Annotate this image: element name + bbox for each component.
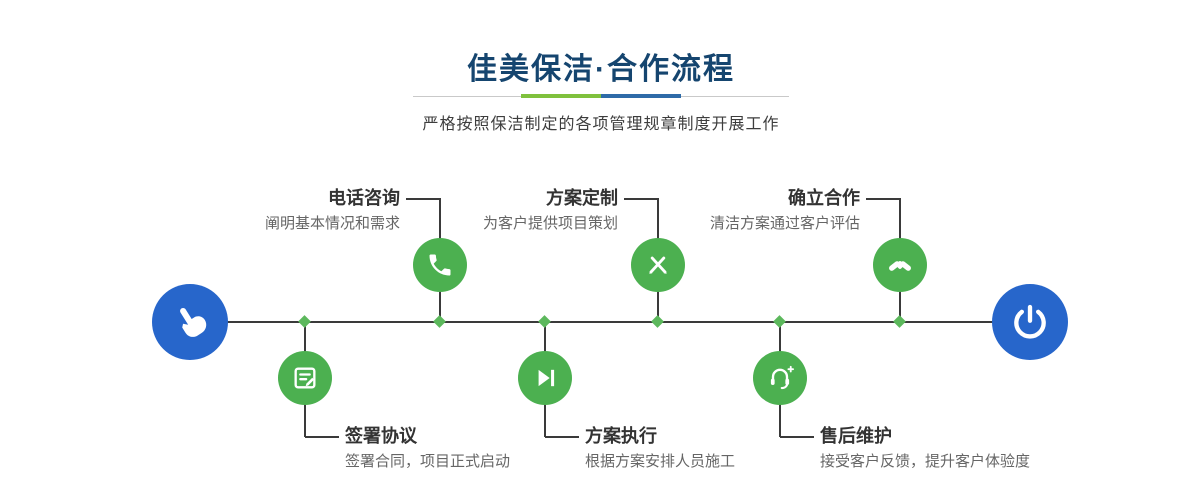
- step-node: [753, 351, 807, 405]
- title-divider-green-accent: [521, 94, 601, 98]
- step-desc: 清洁方案通过客户评估: [709, 215, 860, 232]
- title-divider-blue-accent: [601, 94, 681, 98]
- play-icon: [531, 364, 559, 392]
- design-icon: [644, 251, 672, 279]
- timeline-diamond: [298, 315, 311, 328]
- page-title: 佳美保洁·合作流程: [467, 53, 735, 86]
- step-node: [413, 238, 467, 292]
- step-title: 电话咨询: [328, 188, 400, 208]
- timeline-diamond: [651, 315, 664, 328]
- phone-icon: [426, 251, 454, 279]
- step-label: 售后维护 接受客户反馈，提升客户体验度: [820, 425, 1070, 472]
- step-title: 签署协议: [345, 426, 417, 446]
- step-title: 方案定制: [546, 188, 618, 208]
- step-title: 方案执行: [585, 426, 657, 446]
- step-desc: 接受客户反馈，提升客户体验度: [820, 453, 1031, 470]
- power-icon: [1010, 302, 1050, 342]
- step-node: [631, 238, 685, 292]
- connector-line: [780, 436, 814, 438]
- step-label: 确立合作 清洁方案通过客户评估: [610, 187, 860, 234]
- timeline-diamond: [433, 315, 446, 328]
- step-desc: 为客户提供项目策划: [482, 215, 618, 232]
- step-desc: 根据方案安排人员施工: [585, 453, 736, 470]
- connector-line: [305, 436, 339, 438]
- step-desc: 阐明基本情况和需求: [264, 215, 400, 232]
- connector-line: [624, 198, 658, 200]
- connector-line: [545, 436, 579, 438]
- step-node: [278, 351, 332, 405]
- step-label: 签署协议 签署合同，项目正式启动: [345, 425, 595, 472]
- step-label: 方案定制 为客户提供项目策划: [368, 187, 618, 234]
- contract-icon: [291, 364, 319, 392]
- connector-line: [406, 198, 440, 200]
- timeline-end-node: [992, 284, 1068, 360]
- timeline-start-node: [152, 284, 228, 360]
- timeline-line: [190, 321, 1030, 323]
- step-node: [518, 351, 572, 405]
- step-title: 售后维护: [820, 426, 892, 446]
- timeline-diamond: [893, 315, 906, 328]
- handshake-icon: [886, 251, 914, 279]
- hand-pointer-icon: [170, 302, 210, 342]
- step-title: 确立合作: [788, 188, 860, 208]
- step-desc: 签署合同，项目正式启动: [345, 453, 511, 470]
- timeline-diamond: [773, 315, 786, 328]
- page-subtitle: 严格按照保洁制定的各项管理规章制度开展工作: [422, 116, 780, 133]
- timeline-diamond: [538, 315, 551, 328]
- connector-line: [866, 198, 900, 200]
- step-label: 方案执行 根据方案安排人员施工: [585, 425, 835, 472]
- step-label: 电话咨询 阐明基本情况和需求: [150, 187, 400, 234]
- step-node: [873, 238, 927, 292]
- headset-icon: [766, 364, 794, 392]
